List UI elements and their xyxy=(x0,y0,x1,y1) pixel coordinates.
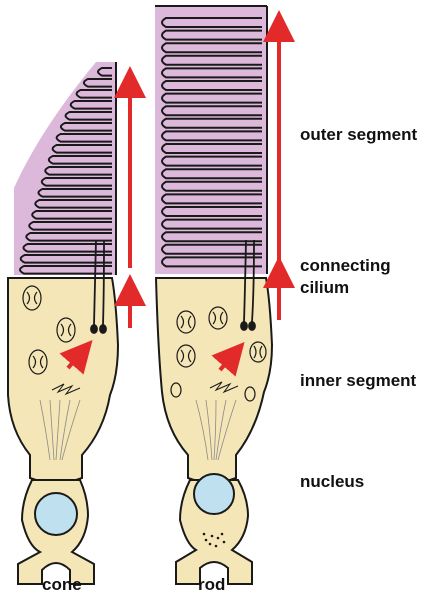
cone-fold xyxy=(31,210,112,220)
rod-synaptic-vesicles xyxy=(202,532,226,548)
label-rod: rod xyxy=(198,575,226,594)
label-connecting-cilium-2: cilium xyxy=(300,278,350,297)
rod-disc xyxy=(161,231,262,243)
rod-disc xyxy=(161,29,262,41)
cone-fold xyxy=(75,89,112,99)
rod-disc xyxy=(161,117,262,129)
cone-fold xyxy=(59,122,112,132)
cone-fold xyxy=(51,144,112,154)
rod-mitochondria xyxy=(170,306,267,402)
cone-fold xyxy=(37,188,112,198)
rod-inner-arrow xyxy=(211,341,245,377)
rod-lamellae xyxy=(161,17,262,268)
rod-fibres xyxy=(195,399,237,461)
cone-lamellae xyxy=(19,67,112,275)
rod-disc xyxy=(161,168,262,180)
rod-disc xyxy=(161,155,262,167)
cone-fibres xyxy=(39,399,81,461)
rod-disc xyxy=(161,243,262,255)
cone-mitochondria xyxy=(22,285,81,396)
rod-nucleus xyxy=(193,473,235,515)
rod-cell xyxy=(154,5,274,585)
rod-disc xyxy=(161,54,262,66)
rod-disc xyxy=(161,218,262,230)
rod-disc xyxy=(161,67,262,79)
cone-fold xyxy=(19,265,112,275)
cone-fold xyxy=(28,221,112,231)
cone-fold xyxy=(34,199,112,209)
cone-fold xyxy=(82,78,112,88)
cone-cell xyxy=(7,62,120,585)
cone-fold xyxy=(25,232,112,242)
cone-fold xyxy=(40,177,112,187)
cone-inner-arrow xyxy=(59,339,93,375)
cone-fold xyxy=(69,100,112,110)
cone-fold xyxy=(55,133,112,143)
rod-disc xyxy=(161,206,262,217)
rod-disc xyxy=(161,193,262,205)
cone-fold xyxy=(64,111,112,121)
rod-disc xyxy=(161,130,262,142)
rod-disc xyxy=(161,80,262,91)
cone-fold xyxy=(22,243,112,253)
cone-fold xyxy=(19,254,112,264)
rod-cilium xyxy=(240,239,256,331)
label-inner-segment: inner segment xyxy=(300,371,417,390)
rod-disc xyxy=(161,180,262,192)
label-connecting-cilium-1: connecting xyxy=(300,256,391,275)
rod-disc xyxy=(161,92,262,104)
rod-disc xyxy=(161,42,262,54)
cone-fold xyxy=(97,67,112,77)
cone-cilium xyxy=(90,239,107,334)
cone-fold xyxy=(44,166,112,176)
rod-disc xyxy=(161,143,262,154)
label-cone: cone xyxy=(42,575,82,594)
rod-disc xyxy=(161,256,262,268)
arrows xyxy=(59,10,295,377)
rod-disc xyxy=(161,105,262,117)
rod-disc xyxy=(161,17,262,28)
cone-nucleus xyxy=(34,492,78,536)
cone-fold xyxy=(47,155,112,165)
cone-inner-segment xyxy=(7,277,120,481)
label-nucleus: nucleus xyxy=(300,472,365,491)
label-outer-segment: outer segment xyxy=(300,125,418,144)
rod-cell-body-lower xyxy=(175,479,253,585)
